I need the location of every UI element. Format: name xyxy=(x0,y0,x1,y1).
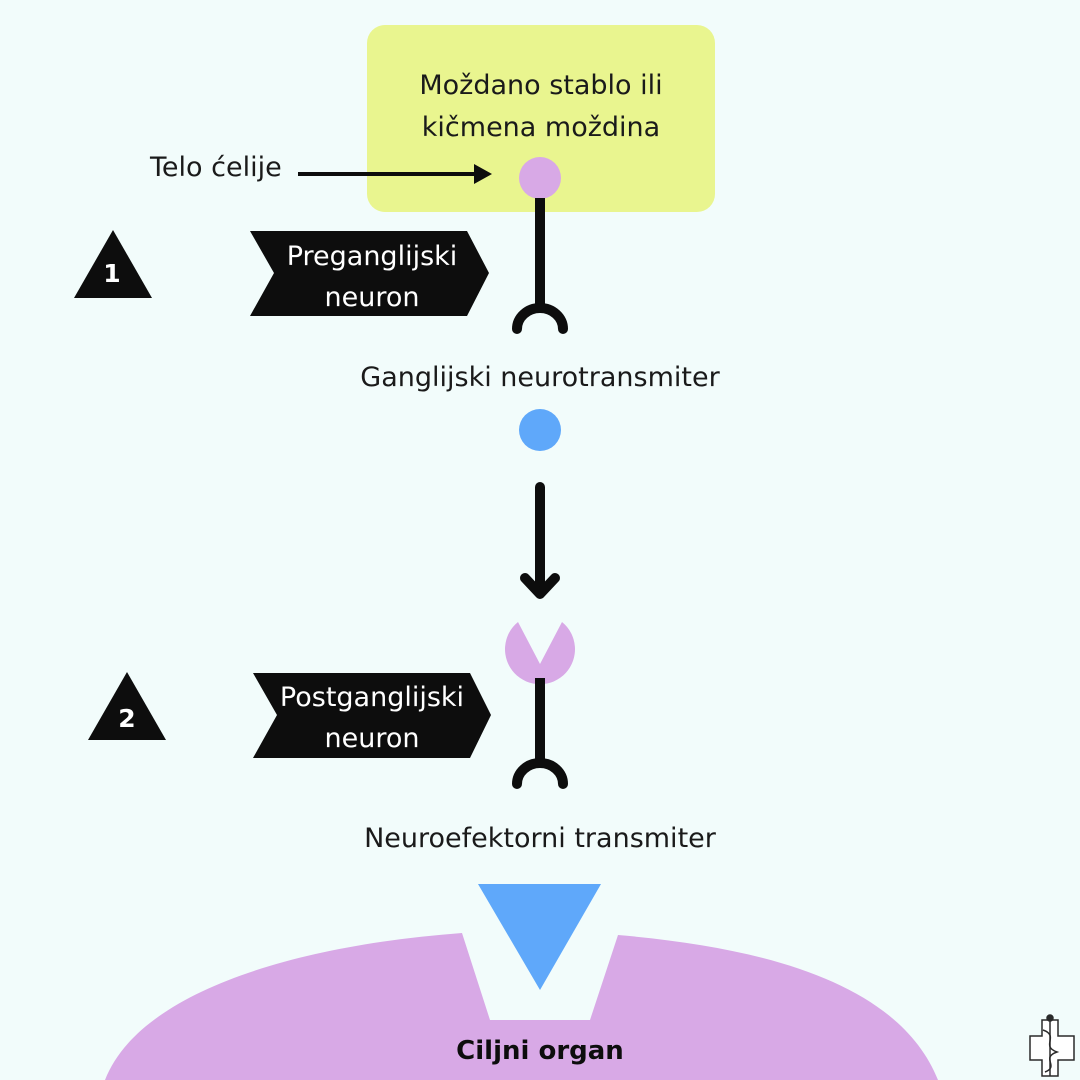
step1-triangle xyxy=(74,230,152,298)
ganglionic-transmitter-dot xyxy=(519,409,561,451)
target-organ-label: Ciljni organ xyxy=(456,1036,624,1066)
step2-label-line2: neuron xyxy=(325,723,420,754)
step1-number: 1 xyxy=(103,259,120,288)
step2-number: 2 xyxy=(118,704,135,733)
cell-body-label: Telo ćelije xyxy=(149,152,282,183)
neuroeffector-transmitter-label: Neuroefektorni transmiter xyxy=(364,823,717,854)
receptor xyxy=(505,622,575,685)
step1-banner xyxy=(250,231,489,316)
neuroeffector-transmitter-triangle xyxy=(478,884,601,990)
step2-banner xyxy=(253,673,491,758)
cns-box xyxy=(367,25,715,212)
preganglionic-terminal xyxy=(512,303,568,334)
ganglionic-transmitter-label: Ganglijski neurotransmiter xyxy=(360,362,720,393)
target-organ xyxy=(105,933,938,1080)
postganglionic-terminal xyxy=(512,758,568,789)
down-arrow xyxy=(520,482,560,599)
preganglionic-cell-body xyxy=(519,157,561,199)
cns-box-line1: Moždano stablo ili xyxy=(419,70,662,101)
caduceus-cross-logo-icon xyxy=(1029,1014,1075,1077)
step1-label-line2: neuron xyxy=(325,282,420,313)
cell-body-arrow xyxy=(298,164,492,184)
cns-box-line2: kičmena moždina xyxy=(422,112,660,143)
step1-label-line1: Preganglijski xyxy=(287,241,458,272)
step2-label-line1: Postganglijski xyxy=(280,682,464,713)
step2-triangle xyxy=(88,672,166,740)
